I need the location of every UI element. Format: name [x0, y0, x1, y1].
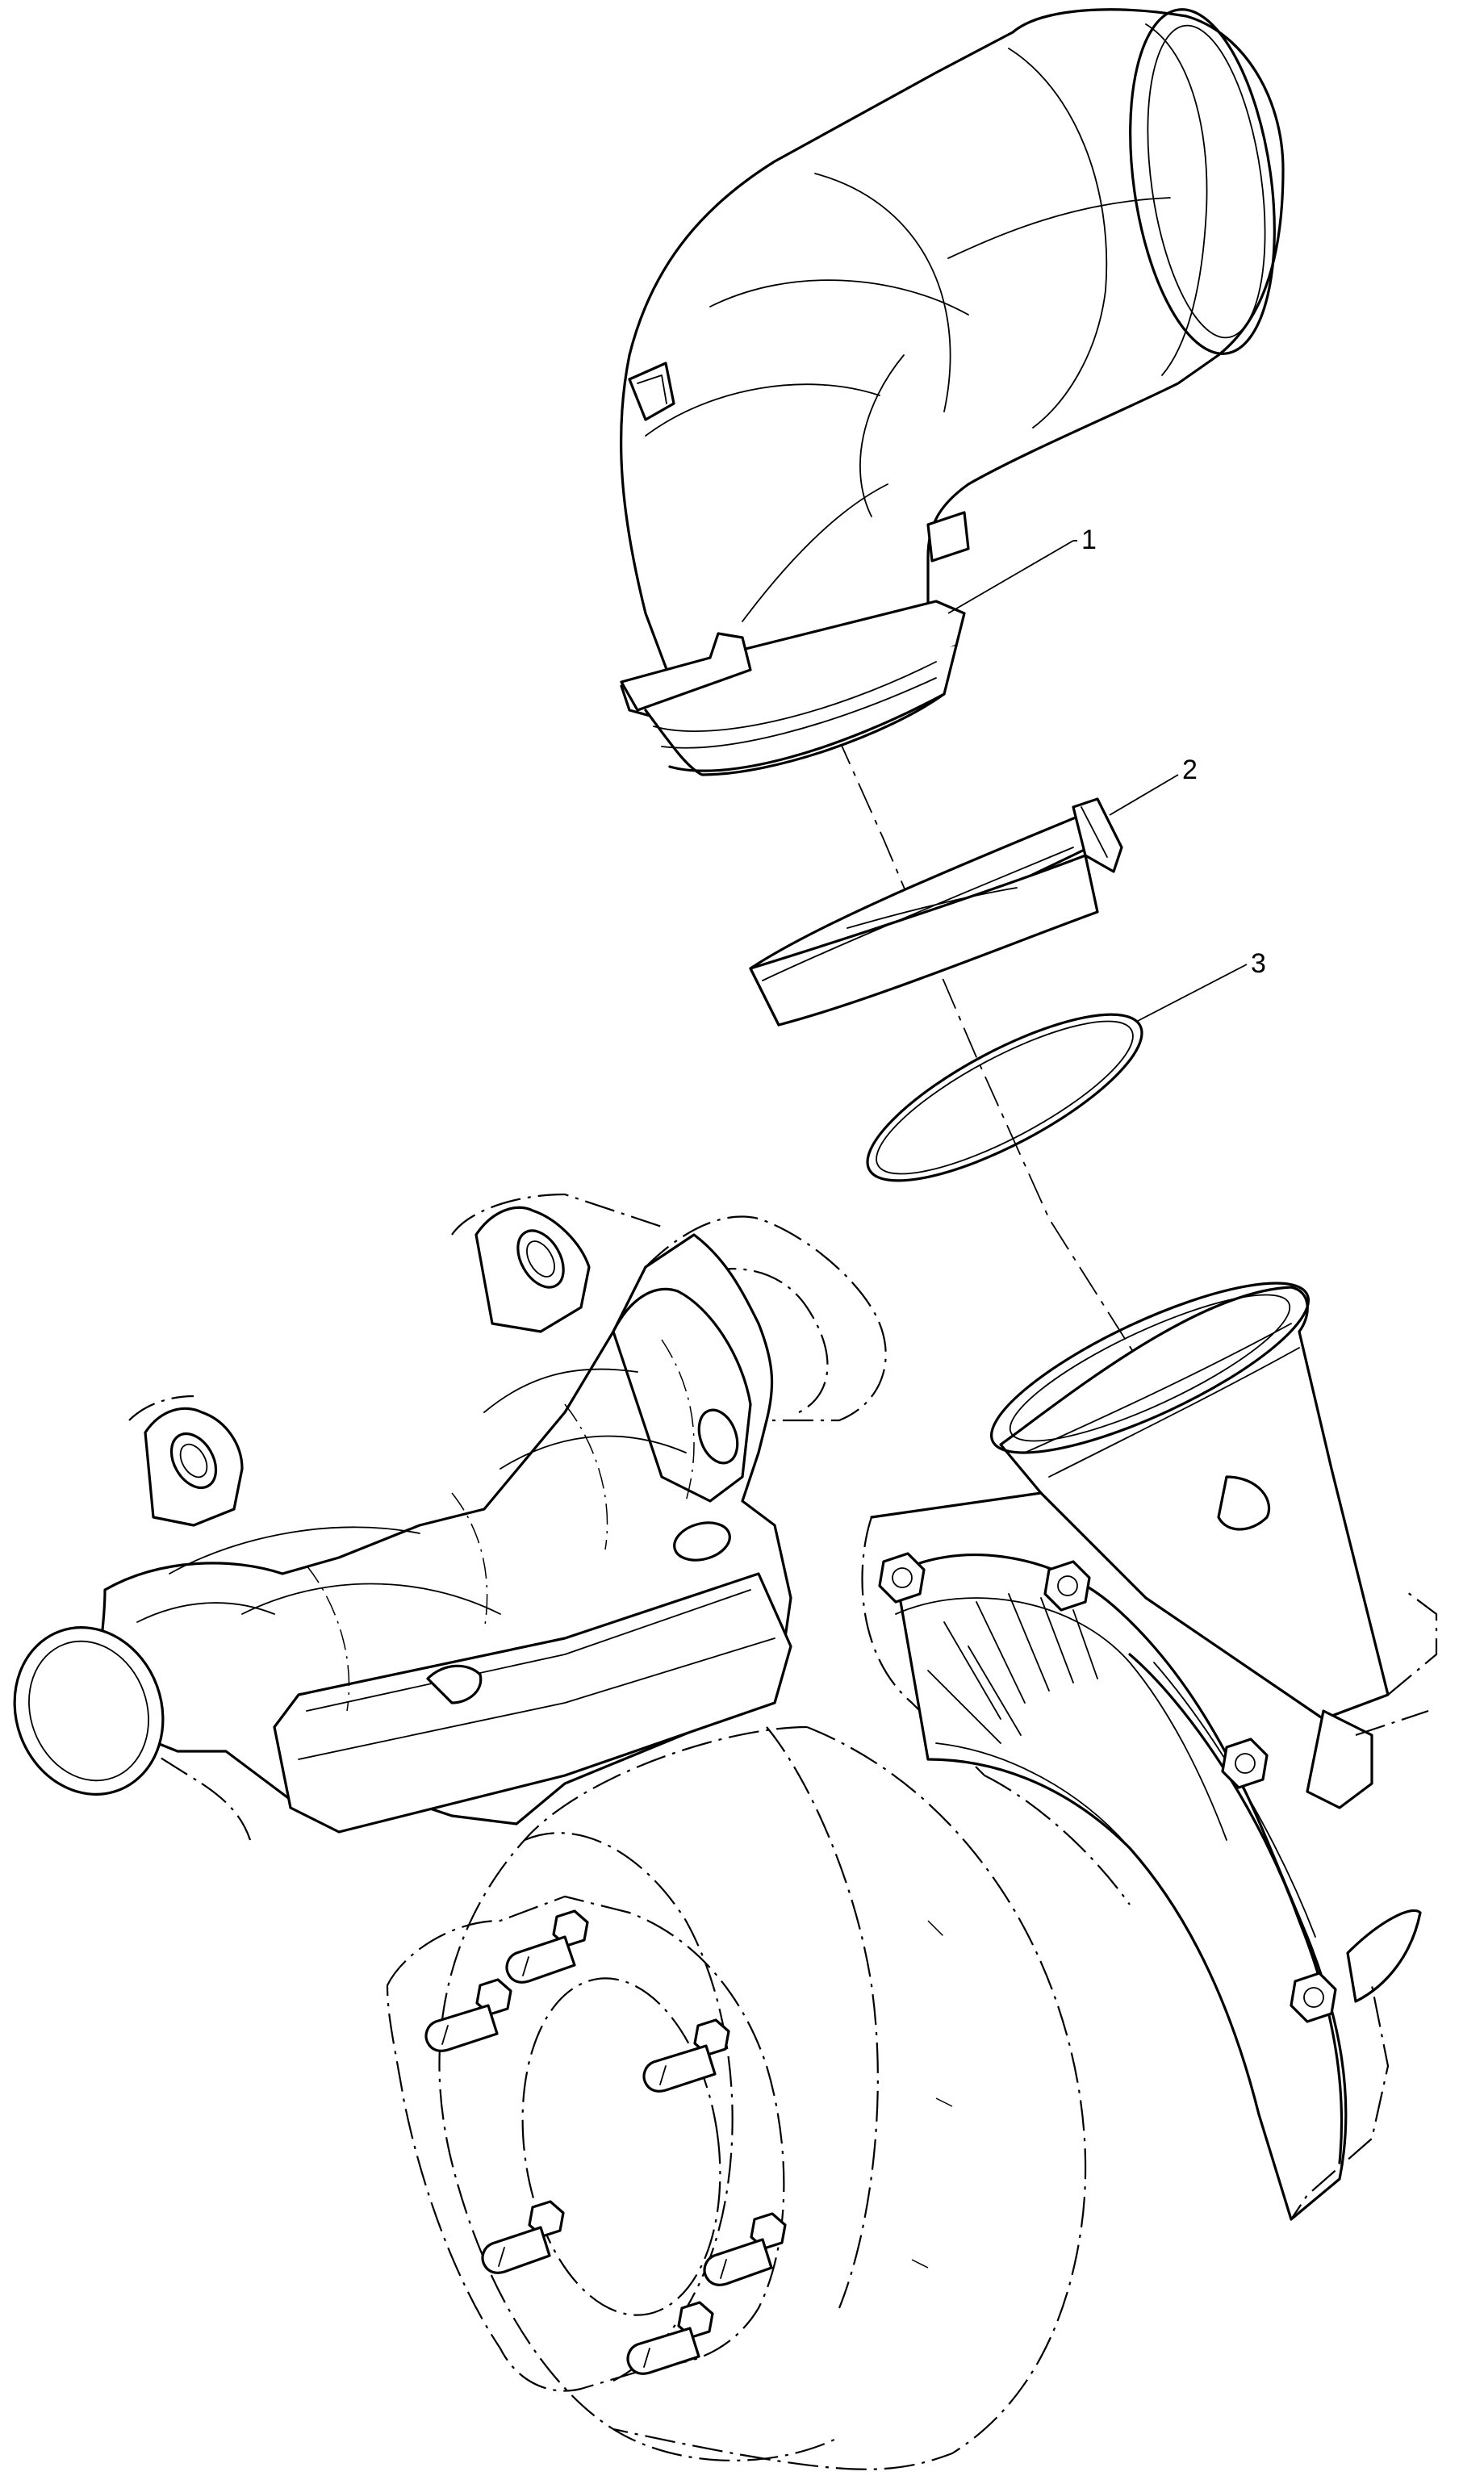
assembly-axis-line: [814, 685, 1147, 1373]
callout-2-label: 2: [1182, 755, 1198, 785]
exhaust-manifold-context: [13, 1193, 887, 1841]
callout-3-leader: [1137, 964, 1248, 1022]
o-ring-seal: [866, 1013, 1143, 1182]
clamp-band: [749, 797, 1123, 1027]
mounting-studs: [424, 1909, 787, 2375]
elbow-pipe: [620, 8, 1285, 776]
callout-1-leader: [947, 540, 1074, 614]
callout-3-label: 3: [1251, 948, 1266, 979]
turbocharger-context: [386, 1282, 1438, 2470]
callout-2-leader: [1109, 774, 1179, 816]
callout-1-label: 1: [1081, 525, 1097, 555]
